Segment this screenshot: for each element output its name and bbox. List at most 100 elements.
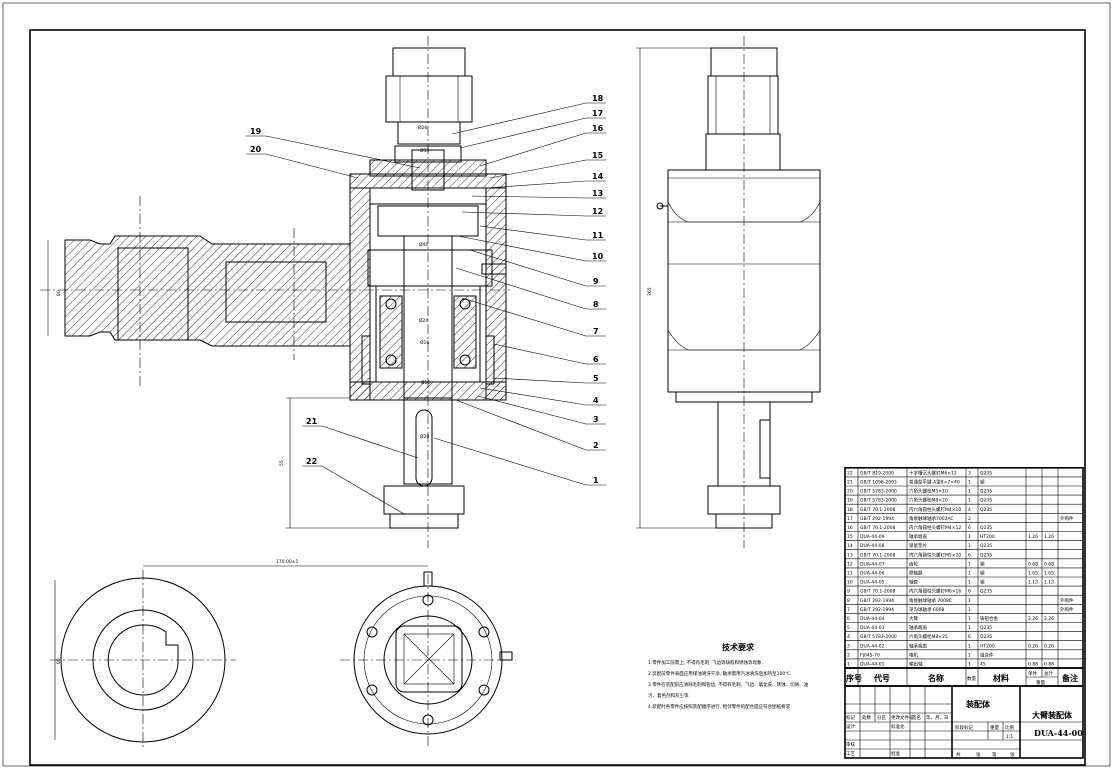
bom-cell: 钢 [980,560,985,567]
title-scale-label: 比例 [1005,724,1014,731]
bom-cell: 1 [968,580,971,586]
bom-cell: 1.26 [1028,534,1038,540]
bom-cell: 1 [968,489,971,495]
side-view [636,36,821,548]
bom-cell: 1 [968,480,971,486]
bom-cell: 组合件 [980,651,994,658]
bom-cell: GB/T 70.1-2008 [860,552,896,558]
bom-cell: 19 [847,498,853,504]
bom-cell: 2 [968,516,971,522]
bom-cell: GB/T 1096-2003 [860,480,897,486]
dim-arm-height: 80 [56,290,62,296]
bottom-right-view [340,571,516,746]
balloon-1: 1 [593,476,599,485]
title-row-count: 处数 [862,714,871,721]
bom-cell: 4 [847,634,850,640]
balloon-6: 6 [593,355,599,364]
bom-cell: Q235 [980,543,992,549]
title-row-sign: 签名 [912,714,921,721]
bom-cell: 17 [847,516,853,522]
bom-cell: GB/T 5783-2000 [860,498,897,504]
balloon-11: 11 [592,231,604,240]
bom-cell: 齿轮 [909,560,918,567]
dim-side-height: 365 [647,287,653,296]
bom-cell: GB/T 5783-2000 [860,634,897,640]
bom-cell: 电机 [909,651,918,658]
balloon-18: 18 [592,94,604,103]
bom-cell: 内六角圆柱头螺钉M4×10 [909,506,961,513]
bom-cell: GB/T 5783-2000 [860,489,897,495]
bom-cell: 45 [980,662,986,668]
bom-cell: 16 [847,525,853,531]
dim-c: Ø40 [419,241,428,248]
title-block [844,685,1084,759]
title-row-mark: 标记 [846,714,855,721]
balloon-19: 19 [250,127,262,136]
bom-cell: 内六角圆柱头螺钉M5×20 [909,551,961,558]
title-role-approve: 批准 [891,750,900,757]
bom-cell: 外购件 [1060,515,1074,522]
bom-cell: 轴承端盖 [909,642,927,649]
bom-cell: Q235 [980,489,992,495]
bom-cell: GB/T 819-2000 [860,470,894,476]
balloon-2: 2 [593,441,599,450]
bom-cell: 轴承端盖 [909,624,927,631]
bom-cell: 2.26 [1028,616,1038,622]
bom-cell: DUA-44-07 [860,561,885,567]
bom-cell: 21 [847,480,853,486]
bom-cell: HT200 [980,534,995,540]
bom-cell: 铸铝合金 [980,615,998,622]
bom-cell: GB/T 292-1994 [860,607,894,613]
title-stage-label: 阶段标记 [955,724,973,731]
bom-cell: 13 [847,552,853,558]
bom-cell: 12 [847,561,853,567]
bom-cell: Q235 [980,470,992,476]
bom-header-total-weight: 总计 [1044,670,1053,677]
bom-header-remark: 备注 [1061,673,1078,683]
bom-cell: 0.26 [1028,643,1038,649]
title-drawing-number: DUA-44-00 [1034,728,1083,738]
title-role-process: 工艺 [846,751,855,757]
dim-f: Ø16 [421,379,430,386]
dim-b: Ø35 [420,147,429,154]
bom-cell: 6 [968,525,971,531]
bom-cell: 6 [968,634,971,640]
note-line-1: 1.零件加工前需上, 不得有毛刺, 飞边等缺陷和锈蚀等现象. [648,659,763,666]
bom-cell: 外购件 [1060,606,1074,613]
title-row-date: 年、月、日 [926,714,949,721]
bom-cell: 4 [968,507,971,513]
bom-cell: 轴承端盖 [909,533,927,540]
bom-cell: HT200 [980,643,995,649]
balloon-20: 20 [250,145,262,154]
note-line-2: 2.装配前零件表面应用煤油清洗干净, 轴承需用汽油清洗后加热至100℃. [648,670,792,677]
bom-cell: 1 [968,498,971,504]
bom-cell: 1 [968,607,971,613]
bottom-left-view [50,565,428,750]
bom-cell: 十字槽沉头螺钉M6×12 [909,469,957,476]
bom-cell: 11 [847,571,853,577]
bom-cell: 1 [968,652,971,658]
dim-g: Ø20 [420,433,429,440]
bom-cell: 1.26 [1044,534,1054,540]
bom-cell: GB/T 70.1-2008 [860,507,896,513]
title-sheets: 共 [956,751,961,758]
balloon-9: 9 [593,277,599,286]
bom-header-num: 序号 [846,673,862,683]
notes-title: 技术要求 [722,642,755,652]
bom-cell: 1 [968,543,971,549]
bom-cell: 22 [847,470,853,476]
balloon-17: 17 [592,109,603,118]
bom-cell: 3 [847,643,850,649]
bom-cell: 20 [847,489,853,495]
bom-cell: DUA-44-09 [860,534,885,540]
bom-cell: Q235 [980,525,992,531]
balloon-16: 16 [592,124,604,133]
bom-header-material: 材料 [993,673,1009,683]
bom-cell: Q235 [980,589,992,595]
balloon-13: 13 [592,189,603,198]
bom-cell: 联轴器 [909,570,923,577]
bom-cell: GB/T 292-1994 [860,516,894,522]
title-row-doc: 更改文件号 [891,714,914,721]
balloon-leaders [246,102,606,515]
